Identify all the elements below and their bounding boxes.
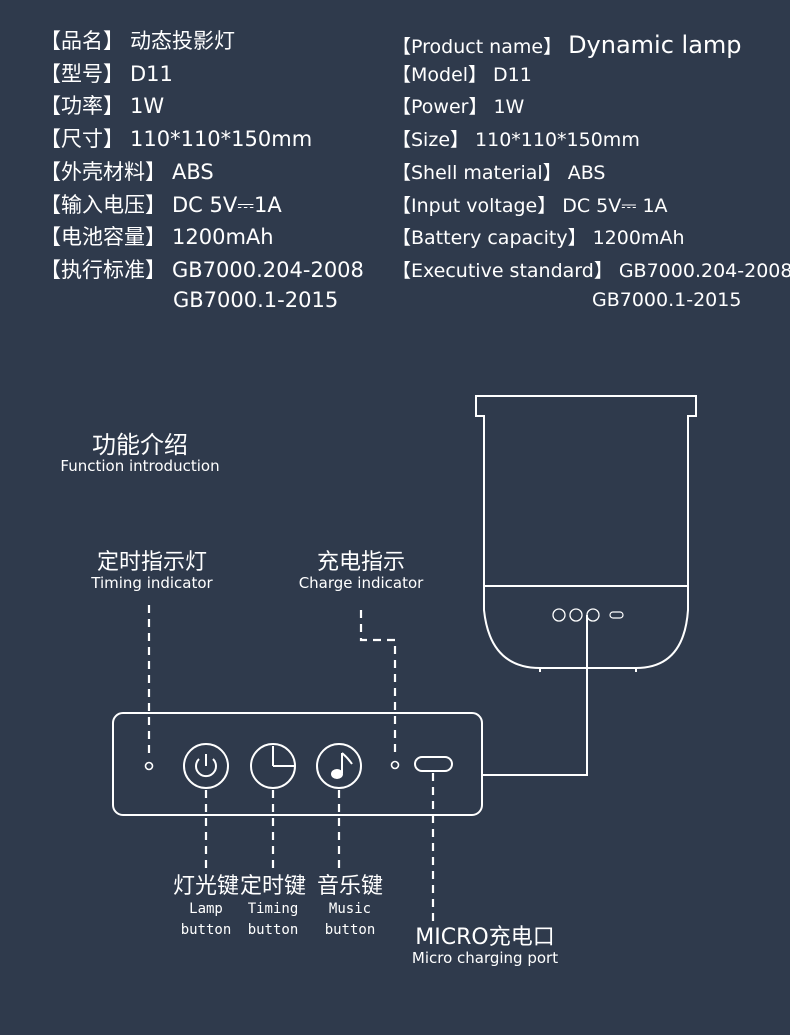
- timing-indicator-led: [144, 761, 154, 771]
- timing-indicator-label: 定时指示灯 Timing indicator: [72, 550, 232, 593]
- spec-en-value: DC 5V⎓ 1A: [562, 194, 668, 217]
- spec-en-label: 【Product name】: [392, 36, 563, 58]
- function-intro-en: Function introduction: [60, 457, 220, 476]
- spec-cn-value: 动态投影灯: [130, 29, 235, 53]
- spec-en-label: 【Executive standard】: [392, 259, 613, 282]
- spec-cn-value: DC 5V⎓1A: [172, 192, 282, 217]
- spec-cn-label: 【功率】: [40, 94, 124, 119]
- spec-cn-value: 110*110*150mm: [130, 127, 313, 152]
- spec-en-value: GB7000.204-2008: [618, 259, 790, 282]
- music-button-cn: 音乐键: [316, 874, 383, 899]
- spec-en-row: 【Shell material】ABS: [392, 161, 606, 184]
- spec-cn-value: ABS: [172, 159, 214, 184]
- micro-usb-port-icon: [414, 756, 453, 772]
- spec-en-label: 【Power】: [392, 96, 488, 119]
- spec-en-standard-extra: GB7000.1-2015: [592, 289, 742, 311]
- function-intro-title: 功能介绍 Function introduction: [40, 432, 240, 475]
- spec-en-row: 【Model】D11: [392, 63, 532, 86]
- spec-en-label: 【Shell material】: [392, 161, 562, 184]
- micro-port-cn: MICRO充电口: [415, 925, 555, 950]
- spec-cn-row: 【电池容量】1200mAh: [40, 227, 274, 248]
- spec-en-label: 【Input voltage】: [392, 194, 557, 217]
- clock-icon: [250, 743, 296, 789]
- spec-en-label: 【Model】: [392, 63, 488, 86]
- spec-cn-label: 【品名】: [40, 29, 124, 53]
- lamp-button-en1: Lamp: [189, 901, 223, 918]
- spec-cn-row: 【品名】动态投影灯: [40, 31, 235, 52]
- timing-button-cn: 定时键: [239, 874, 306, 899]
- timing-button-en2: button: [247, 922, 299, 939]
- micro-port-label: MICRO充电口 Micro charging port: [390, 925, 580, 968]
- charge-indicator-en: Charge indicator: [298, 574, 424, 593]
- spec-cn-row: 【执行标准】GB7000.204-2008: [40, 257, 364, 282]
- music-button-en1: Music: [328, 901, 372, 918]
- music-button-en2: button: [324, 922, 376, 939]
- spec-en-value: D11: [493, 63, 532, 86]
- spec-en-value: 1W: [493, 96, 525, 119]
- spec-cn-value: GB7000.204-2008: [172, 257, 364, 282]
- spec-cn-row: 【外壳材料】ABS: [40, 159, 214, 184]
- spec-en-value: 110*110*150mm: [475, 129, 640, 152]
- control-panel: [112, 712, 483, 816]
- spec-cn-value: 1W: [130, 94, 165, 119]
- function-intro-cn: 功能介绍: [92, 431, 188, 459]
- spec-cn-standard-extra: GB7000.1-2015: [173, 288, 339, 312]
- lamp-button-cn: 灯光键: [172, 874, 239, 899]
- micro-port-en: Micro charging port: [411, 949, 559, 968]
- power-icon: [183, 743, 229, 789]
- spec-en-label: 【Size】: [392, 129, 470, 152]
- spec-cn-row: 【型号】D11: [40, 61, 173, 86]
- timing-button-label: 定时键 Timing button: [223, 874, 323, 941]
- spec-cn-label: 【尺寸】: [40, 127, 124, 152]
- spec-en-row: 【Product name】Dynamic lamp: [392, 33, 742, 57]
- spec-en-row: 【Power】1W: [392, 98, 524, 117]
- spec-en-value: Dynamic lamp: [568, 31, 742, 59]
- spec-en-label: 【Battery capacity】: [392, 227, 587, 250]
- spec-en-value: 1200mAh: [592, 227, 685, 250]
- lamp-button-label: 灯光键 Lamp button: [156, 874, 256, 941]
- spec-cn-label: 【执行标准】: [40, 257, 166, 282]
- spec-en-row: 【Executive standard】GB7000.204-2008: [392, 259, 790, 282]
- lamp-top-shell: [475, 395, 697, 587]
- charge-indicator-cn: 充电指示: [316, 550, 405, 575]
- spec-cn-label: 【电池容量】: [40, 225, 166, 250]
- spec-cn-row: 【输入电压】DC 5V⎓1A: [40, 192, 282, 217]
- spec-cn-value: 1200mAh: [172, 225, 274, 250]
- spec-en-row: 【Size】110*110*150mm: [392, 131, 640, 150]
- lamp-button-en2: button: [180, 922, 232, 939]
- timing-button-en1: Timing: [247, 901, 299, 918]
- spec-en-row: 【Battery capacity】1200mAh: [392, 229, 684, 248]
- spec-cn-label: 【型号】: [40, 61, 124, 86]
- timing-indicator-en: Timing indicator: [91, 574, 213, 593]
- spec-cn-label: 【外壳材料】: [40, 159, 166, 184]
- charge-indicator-led: [390, 760, 400, 770]
- spec-en-row: 【Input voltage】DC 5V⎓ 1A: [392, 194, 668, 217]
- spec-cn-label: 【输入电压】: [40, 192, 166, 217]
- spec-cn-value: D11: [130, 61, 173, 86]
- spec-cn-row: 【功率】1W: [40, 96, 164, 117]
- timing-indicator-cn: 定时指示灯: [96, 550, 207, 575]
- spec-cn-row: 【尺寸】110*110*150mm: [40, 129, 312, 150]
- music-button-label: 音乐键 Music button: [300, 874, 400, 941]
- charge-indicator-label: 充电指示 Charge indicator: [281, 550, 441, 593]
- spec-en-value: ABS: [567, 161, 606, 184]
- music-note-icon: [316, 743, 362, 789]
